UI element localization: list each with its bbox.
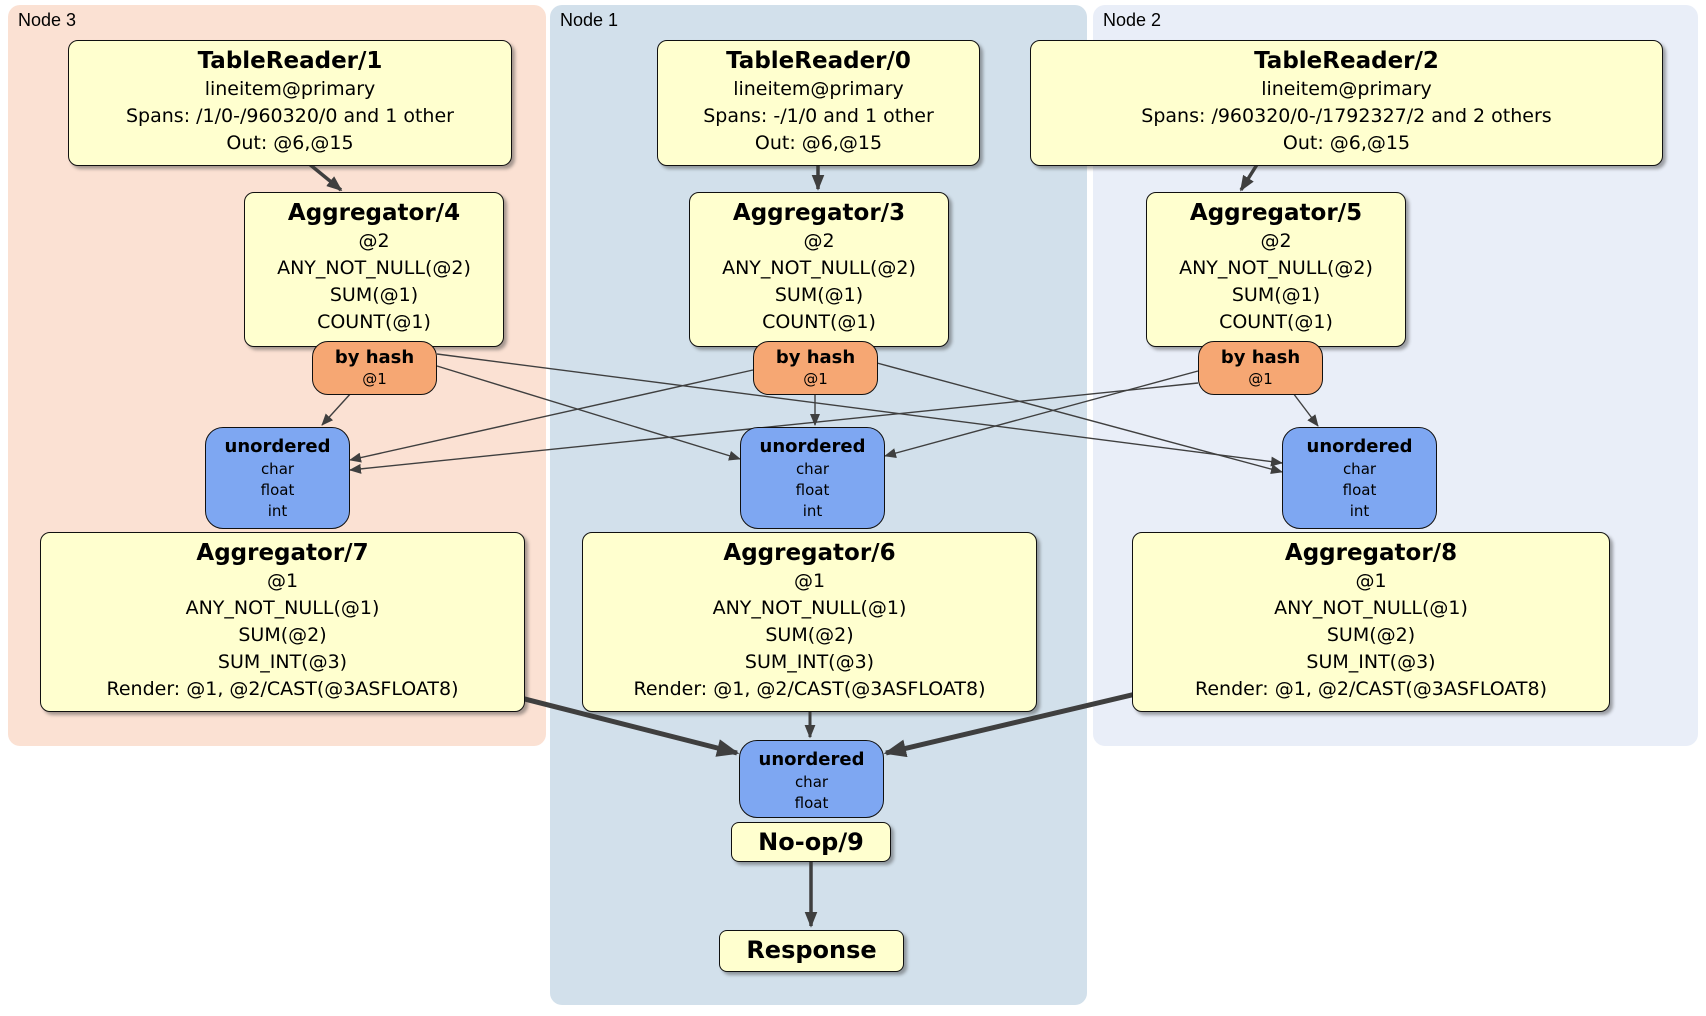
sync-title: unordered — [1306, 436, 1413, 457]
processor-title: Aggregator/3 — [732, 200, 906, 226]
processor-aggregator-4: Aggregator/4 @2 ANY_NOT_NULL(@2) SUM(@1)… — [244, 192, 504, 347]
sync-type: int — [802, 502, 823, 520]
processor-detail: SUM_INT(@3) — [744, 651, 875, 673]
router-detail: @1 — [362, 370, 387, 388]
processor-detail: @2 — [1260, 230, 1292, 252]
router-byhash-node2: by hash @1 — [1198, 341, 1323, 395]
router-title: by hash — [775, 347, 856, 368]
processor-aggregator-5: Aggregator/5 @2 ANY_NOT_NULL(@2) SUM(@1)… — [1146, 192, 1406, 347]
edge-byhash2-unordered3 — [349, 382, 1199, 474]
processor-detail: SUM(@1) — [329, 284, 419, 306]
router-detail: @1 — [803, 370, 828, 388]
sync-unordered-node1: unordered char float int — [740, 427, 885, 529]
processor-aggregator-8: Aggregator/8 @1 ANY_NOT_NULL(@1) SUM(@2)… — [1132, 532, 1610, 712]
processor-detail: @2 — [803, 230, 835, 252]
processor-detail: Render: @1, @2/CAST(@3ASFLOAT8) — [106, 678, 459, 700]
processor-detail: ANY_NOT_NULL(@2) — [1179, 257, 1373, 279]
sync-type: char — [795, 460, 830, 478]
processor-aggregator-6: Aggregator/6 @1 ANY_NOT_NULL(@1) SUM(@2)… — [582, 532, 1037, 712]
processor-detail: ANY_NOT_NULL(@1) — [712, 597, 907, 619]
processor-detail: COUNT(@1) — [762, 311, 876, 333]
router-detail: @1 — [1248, 370, 1273, 388]
panel-label-node2: Node 2 — [1103, 10, 1162, 30]
sync-unordered-final: unordered char float — [739, 740, 884, 818]
router-title: by hash — [1220, 347, 1301, 368]
sync-type: char — [260, 460, 295, 478]
processor-detail: lineitem@primary — [1261, 78, 1432, 100]
processor-detail: @1 — [266, 570, 299, 592]
processor-title: Aggregator/8 — [1284, 540, 1458, 566]
panel-label-node3: Node 3 — [18, 10, 77, 30]
processor-detail: Spans: /960320/0-/1792327/2 and 2 others — [1141, 105, 1552, 127]
processor-detail: COUNT(@1) — [317, 311, 431, 333]
processor-detail: Spans: -/1/0 and 1 other — [703, 105, 934, 127]
processor-detail: @2 — [358, 230, 390, 252]
processor-title: TableReader/1 — [197, 48, 383, 74]
sync-title: unordered — [759, 436, 866, 457]
processor-detail: ANY_NOT_NULL(@2) — [277, 257, 471, 279]
sync-unordered-node2: unordered char float int — [1282, 427, 1437, 529]
processor-detail: lineitem@primary — [204, 78, 376, 100]
sync-type: float — [260, 481, 295, 499]
sync-type: int — [1349, 502, 1370, 520]
processor-detail: SUM(@1) — [774, 284, 864, 306]
processor-tablereader-0: TableReader/0 lineitem@primary Spans: -/… — [657, 40, 980, 166]
sync-type: float — [794, 794, 829, 812]
processor-detail: ANY_NOT_NULL(@1) — [1274, 597, 1468, 619]
edge-byhash1-unordered2 — [876, 362, 1283, 474]
processor-detail: Spans: /1/0-/960320/0 and 1 other — [126, 105, 454, 127]
edge-byhash3-unordered1 — [436, 365, 741, 461]
processor-title: Aggregator/5 — [1189, 200, 1363, 226]
processor-tablereader-2: TableReader/2 lineitem@primary Spans: /9… — [1030, 40, 1663, 166]
sync-title: unordered — [224, 436, 331, 457]
processor-title: Aggregator/7 — [196, 540, 369, 566]
response-box: Response — [719, 930, 904, 972]
processor-detail: SUM(@2) — [238, 624, 327, 646]
edge-tablereader1-aggregator4 — [306, 161, 343, 192]
processor-detail: Render: @1, @2/CAST(@3ASFLOAT8) — [633, 678, 986, 700]
processor-detail: SUM(@2) — [1326, 624, 1416, 646]
processor-detail: Out: @6,@15 — [1282, 132, 1411, 154]
processor-detail: Out: @6,@15 — [226, 132, 354, 154]
processor-detail: ANY_NOT_NULL(@1) — [185, 597, 380, 619]
edge-byhash3-unordered2 — [436, 353, 1283, 467]
processor-aggregator-3: Aggregator/3 @2 ANY_NOT_NULL(@2) SUM(@1)… — [689, 192, 949, 347]
sync-type: int — [267, 502, 288, 520]
processor-detail: SUM(@2) — [765, 624, 854, 646]
edge-byhash3-unordered3 — [321, 391, 353, 426]
router-title: by hash — [334, 347, 415, 368]
sync-type: float — [795, 481, 830, 499]
processor-detail: @1 — [1355, 570, 1387, 592]
processor-detail: COUNT(@1) — [1219, 311, 1333, 333]
processor-detail: Out: @6,@15 — [754, 132, 883, 154]
processor-detail: SUM(@1) — [1231, 284, 1321, 306]
router-byhash-node3: by hash @1 — [312, 341, 437, 395]
processor-title: Response — [746, 936, 877, 964]
edge-tablereader2-aggregator5 — [1239, 162, 1260, 192]
sync-unordered-node3: unordered char float int — [205, 427, 350, 529]
edge-byhash2-unordered2 — [1292, 392, 1319, 427]
processor-detail: SUM_INT(@3) — [217, 651, 348, 673]
edge-byhash1-unordered3 — [349, 369, 754, 463]
router-byhash-node1: by hash @1 — [753, 341, 878, 395]
processor-detail: ANY_NOT_NULL(@2) — [722, 257, 916, 279]
sync-type: float — [1342, 481, 1377, 499]
sync-type: char — [794, 773, 829, 791]
processor-title: Aggregator/6 — [723, 540, 896, 566]
processor-tablereader-1: TableReader/1 lineitem@primary Spans: /1… — [68, 40, 512, 166]
processor-title: Aggregator/4 — [287, 200, 461, 226]
sync-type: char — [1342, 460, 1377, 478]
processor-detail: @1 — [793, 570, 826, 592]
processor-title: TableReader/2 — [1254, 48, 1439, 74]
processor-aggregator-7: Aggregator/7 @1 ANY_NOT_NULL(@1) SUM(@2)… — [40, 532, 525, 712]
edge-byhash2-unordered1 — [884, 370, 1199, 458]
processor-detail: Render: @1, @2/CAST(@3ASFLOAT8) — [1195, 678, 1547, 700]
processor-noop-9: No-op/9 — [731, 822, 891, 862]
processor-detail: SUM_INT(@3) — [1306, 651, 1436, 673]
processor-title: TableReader/0 — [726, 48, 911, 74]
sync-title: unordered — [758, 749, 865, 770]
processor-title: No-op/9 — [758, 828, 864, 856]
processor-detail: lineitem@primary — [733, 78, 904, 100]
panel-label-node1: Node 1 — [560, 10, 619, 30]
